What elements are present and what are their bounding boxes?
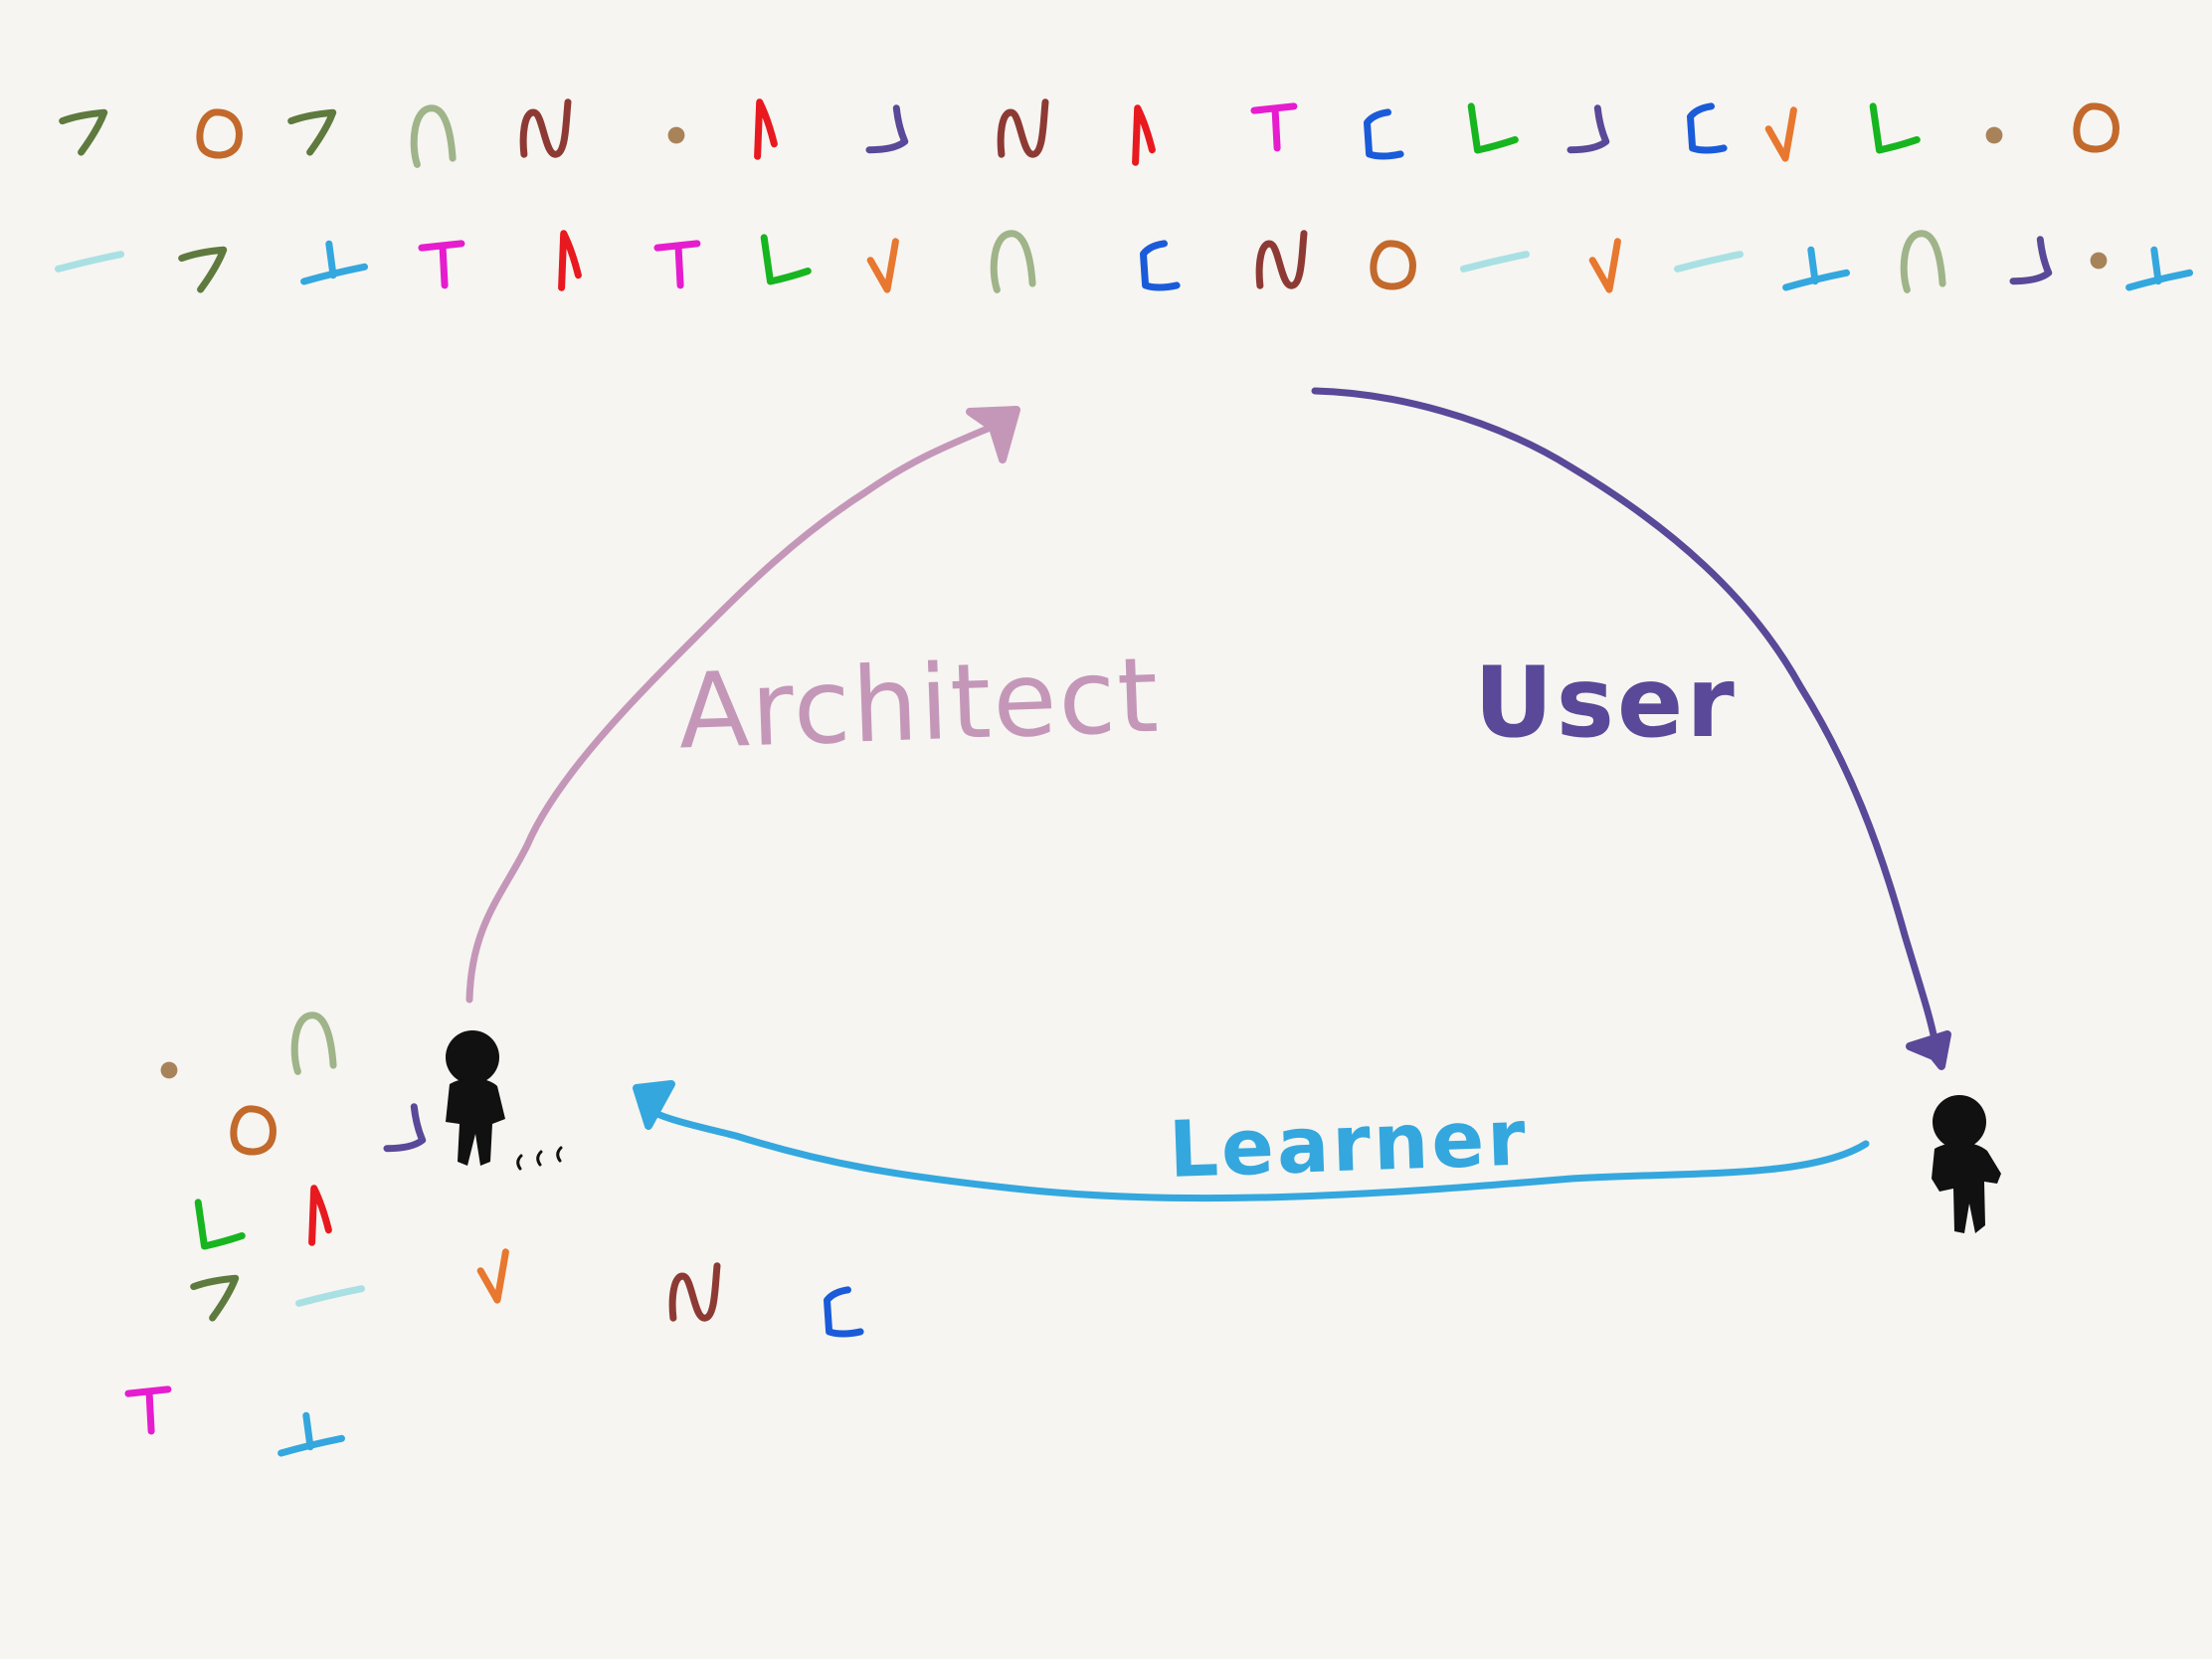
dash-glyph-icon (1459, 251, 1531, 273)
ellipsis-marks (516, 1146, 563, 1171)
bracket-glyph-icon (823, 1286, 864, 1338)
scattered-symbols (124, 1012, 864, 1457)
caret-glyph-icon (1132, 104, 1156, 166)
user-arrowhead (1906, 1030, 1951, 1070)
ring-glyph-icon (2073, 102, 2120, 153)
bracket-glyph-icon (1139, 240, 1181, 291)
bracket-glyph-icon (1363, 108, 1404, 160)
tee-glyph-icon (653, 240, 701, 289)
caret-glyph-icon (754, 98, 778, 160)
vee-glyph-icon (476, 1248, 509, 1304)
architect-arrow (465, 406, 1020, 1004)
symbol-row-bottom (54, 230, 2194, 293)
tee-glyph-icon (1250, 102, 1298, 152)
vee-glyph-icon (1764, 106, 1797, 162)
dash-glyph-icon (54, 251, 125, 273)
learner-arrowhead (633, 1080, 675, 1130)
architect-arrowhead (966, 406, 1020, 463)
wave-glyph-icon (997, 98, 1049, 158)
caret-glyph-icon (308, 1185, 332, 1246)
arch-glyph-icon (1900, 230, 1946, 293)
dot-glyph-icon (1985, 126, 2003, 144)
user-arrow (1311, 387, 1951, 1070)
dot-glyph-icon (2090, 252, 2108, 270)
wave-glyph-icon (1255, 230, 1308, 289)
symbol-row-top (59, 98, 2120, 168)
dot-glyph-icon (667, 126, 685, 144)
person-left-icon (446, 1030, 505, 1166)
dot-glyph-icon (160, 1061, 178, 1079)
seven-glyph-icon (178, 246, 228, 293)
dash-glyph-icon (294, 1285, 366, 1307)
ring-glyph-icon (196, 108, 243, 159)
hook-glyph-icon (865, 104, 909, 154)
learner-arrow (633, 1080, 1870, 1202)
hook-glyph-icon (1567, 104, 1610, 154)
bracket-glyph-icon (1686, 102, 1728, 154)
tee-glyph-icon (124, 1385, 172, 1435)
ell-glyph-icon (1467, 102, 1519, 154)
hook-glyph-icon (2009, 236, 2053, 285)
wave-glyph-icon (668, 1262, 721, 1322)
wave-glyph-icon (519, 98, 572, 158)
learner-label: Learner (1168, 1093, 1531, 1196)
person-right-icon (1932, 1095, 2001, 1233)
caret-glyph-icon (558, 230, 582, 291)
arch-glyph-icon (290, 1012, 337, 1075)
ring-glyph-icon (1370, 240, 1416, 290)
fork-glyph-icon (277, 1411, 346, 1457)
ring-glyph-icon (230, 1105, 276, 1156)
arch-glyph-icon (410, 104, 457, 168)
ell-glyph-icon (760, 234, 812, 285)
ell-glyph-icon (194, 1198, 246, 1250)
architect-label: Architect (676, 635, 1162, 773)
hook-glyph-icon (383, 1103, 427, 1153)
ell-glyph-icon (1869, 102, 1921, 154)
dash-glyph-icon (1673, 251, 1745, 273)
fork-glyph-icon (1782, 246, 1851, 291)
seven-glyph-icon (287, 108, 337, 156)
vee-glyph-icon (1588, 238, 1621, 293)
seven-glyph-icon (59, 108, 108, 156)
vee-glyph-icon (866, 238, 899, 293)
fork-glyph-icon (300, 240, 369, 285)
arch-glyph-icon (990, 230, 1036, 293)
seven-glyph-icon (190, 1274, 240, 1322)
fork-glyph-icon (2125, 246, 2194, 291)
tee-glyph-icon (418, 240, 465, 289)
user-label: User (1474, 646, 1738, 760)
